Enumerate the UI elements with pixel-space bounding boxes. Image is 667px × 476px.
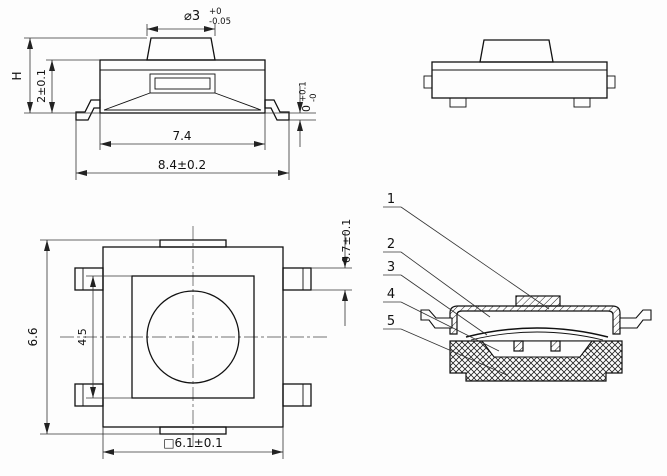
dim-actuator-diameter: ⌀3 +0 -0.05 — [146, 7, 231, 36]
actuator-circle — [146, 290, 240, 384]
dim-body-height-value: 2±0.1 — [35, 69, 48, 103]
dim-inner-size: 4.5 — [76, 275, 132, 399]
dim-lead-span-value: 8.4±0.2 — [158, 158, 206, 172]
callout-5: 5 — [387, 314, 395, 329]
callout-1-leader — [400, 206, 550, 310]
callout-3-leader — [400, 274, 488, 336]
callout-1: 1 — [387, 192, 395, 207]
base-cavity — [480, 340, 594, 358]
section-view — [420, 295, 652, 382]
top-view — [60, 226, 327, 448]
dim-total-height-value: H — [10, 71, 24, 80]
callout-4: 4 — [387, 287, 395, 302]
side-view — [423, 39, 616, 108]
dim-diameter-tol-upper: +0 — [209, 7, 222, 17]
front-actuator-outline — [146, 37, 216, 61]
callout-2-leader — [400, 251, 491, 318]
dim-total-height: H — [10, 37, 147, 114]
dim-inner-size-value: 4.5 — [76, 328, 89, 346]
side-actuator-outline — [479, 39, 554, 63]
dim-body-height: 2±0.1 — [35, 59, 100, 113]
front-window-outer — [149, 73, 216, 94]
front-bevel-right — [214, 92, 262, 111]
top-inner-outline — [131, 275, 255, 399]
callout-3: 3 — [387, 260, 395, 275]
front-body-outline — [99, 59, 266, 114]
section-callouts: 1 2 3 4 5 — [383, 192, 550, 376]
top-cover-tab-top — [159, 239, 227, 248]
front-window-inner — [154, 77, 211, 90]
terminal-right-section — [619, 309, 652, 329]
contact-post-left — [513, 340, 524, 352]
dim-standoff: 0 +0.1 -0 — [265, 81, 319, 147]
front-bevel-left — [103, 92, 151, 111]
dim-body-square: □6.1±0.1 — [102, 427, 284, 459]
side-tab-left — [423, 75, 433, 89]
dome-contact-upper — [465, 327, 609, 338]
lead-bottom-left — [74, 383, 104, 407]
lead-bottom-right — [282, 383, 312, 407]
side-body-outline — [431, 61, 608, 99]
lead-top-left — [74, 267, 104, 291]
dim-standoff-value: 0 — [300, 105, 313, 112]
dim-body-width: 7.4 — [99, 113, 266, 150]
callout-4-leader — [400, 301, 500, 352]
front-view-dimensions: ⌀3 +0 -0.05 H 2±0.1 0 — [10, 7, 319, 180]
contact-post-right — [550, 340, 561, 352]
lead-top-right — [282, 267, 312, 291]
dim-standoff-tol-upper: +0.1 — [299, 81, 309, 102]
dim-standoff-tol-lower: -0 — [309, 94, 319, 102]
dim-lead-width: 0.7±0.1 — [311, 219, 353, 326]
front-lead-left — [75, 99, 101, 121]
front-lead-right — [264, 99, 290, 121]
front-view — [75, 37, 290, 121]
side-foot-left — [449, 97, 467, 108]
callout-2: 2 — [387, 237, 395, 252]
dim-diameter-tol-lower: -0.05 — [209, 17, 231, 27]
dim-diameter-value: ⌀3 — [184, 9, 200, 24]
side-tab-right — [606, 75, 616, 89]
dim-lead-span: 8.4±0.2 — [75, 120, 290, 180]
callout-5-leader — [400, 328, 508, 376]
dim-overall-height-value: 6.6 — [26, 327, 40, 346]
side-foot-right — [573, 97, 591, 108]
dim-body-width-value: 7.4 — [172, 129, 191, 143]
cover-section — [449, 305, 621, 335]
dome-contact-lower — [470, 331, 604, 341]
dim-lead-width-value: 0.7±0.1 — [340, 219, 353, 263]
top-cover-tab-bottom — [159, 426, 227, 435]
dim-overall-height: 6.6 — [26, 239, 160, 435]
dim-body-square-value: □6.1±0.1 — [163, 436, 223, 450]
top-view-dimensions: 6.6 4.5 0.7±0.1 □6.1±0.1 — [26, 219, 353, 459]
